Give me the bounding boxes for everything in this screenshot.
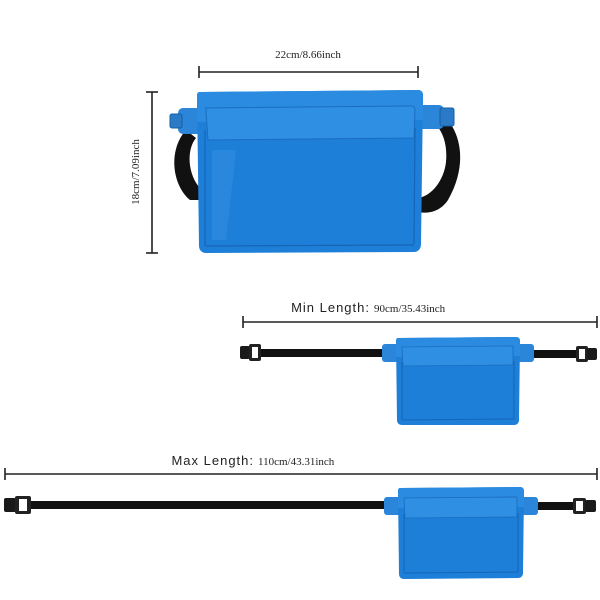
strap — [258, 349, 398, 357]
strap-buckle-icon — [573, 498, 596, 514]
min-length-prefix: Min Length: — [291, 300, 370, 315]
strap-buckle-icon — [576, 346, 597, 362]
strap — [30, 501, 398, 509]
max-length-dimension: Max Length: 110cm/43.31inch — [4, 453, 598, 480]
width-dimension: 22cm/8.66inch — [198, 49, 419, 78]
strap-right — [418, 112, 461, 213]
strap-buckle-icon — [240, 344, 261, 361]
height-label: 18cm/7.09inch — [130, 139, 142, 205]
min-length-dimension: Min Length: 90cm/35.43inch — [242, 300, 598, 328]
min-length-value: 90cm/35.43inch — [374, 303, 446, 315]
max-length-value: 110cm/43.31inch — [258, 456, 335, 468]
waterproof-waist-pouch-icon — [169, 90, 461, 253]
width-label: 22cm/8.66inch — [275, 49, 341, 61]
height-dimension: 18cm/7.09inch — [130, 91, 158, 254]
strap-buckle-icon — [4, 496, 31, 514]
max-length-prefix: Max Length: — [171, 453, 254, 468]
bag-flap — [205, 105, 416, 141]
max-length-pouch — [4, 487, 596, 579]
strap-left — [174, 130, 200, 200]
min-length-pouch — [240, 337, 597, 425]
